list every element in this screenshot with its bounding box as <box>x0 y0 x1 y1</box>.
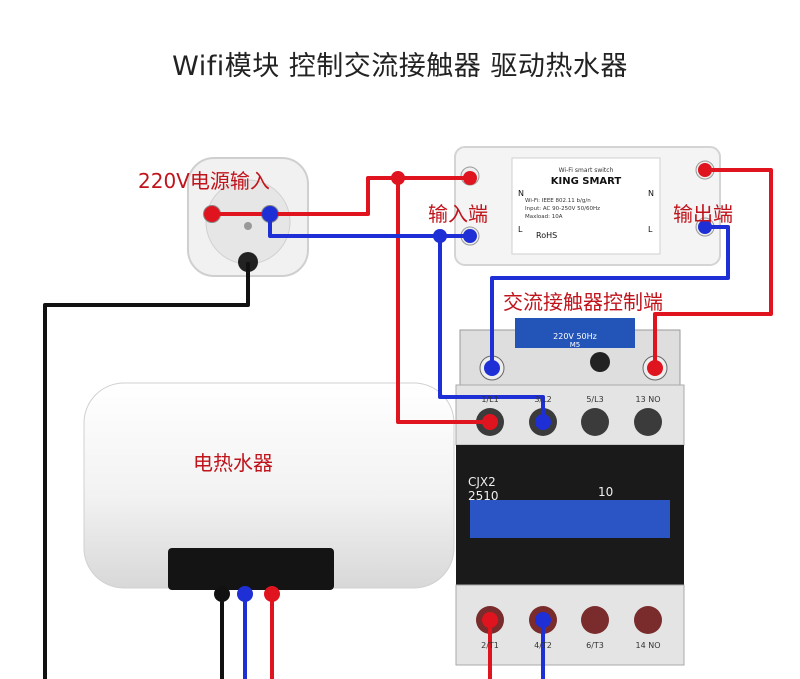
contactor-model: CJX2 <box>468 475 496 489</box>
water-heater-label: 电热水器 <box>193 451 273 475</box>
wire-output-live <box>653 168 773 368</box>
contactor <box>455 318 685 666</box>
wires <box>43 168 773 679</box>
terminal-bottom-4: 14 NO <box>635 641 660 650</box>
terminal-bottom-3: 6/T3 <box>586 641 604 650</box>
module-spec-1: Wi-Fi: IEEE 802.11 b/g/n <box>525 198 591 204</box>
module-rohs: RoHS <box>536 231 557 240</box>
terminal-bottom-1: 2/T1 <box>481 641 499 650</box>
water-heater <box>83 382 455 602</box>
input-end-label: 输入端 <box>428 202 488 226</box>
output-end-label: 输出端 <box>673 202 733 226</box>
contactor-rating: 10 <box>598 485 613 499</box>
junctions <box>204 163 712 628</box>
module-input-n: N <box>518 189 524 198</box>
contactor-coil-sub: M5 <box>570 341 581 349</box>
terminal-top-4: 13 NO <box>635 395 660 404</box>
terminal-top-3: 5/L3 <box>586 395 603 404</box>
module-header: Wi-Fi smart switch <box>559 167 614 174</box>
wire-live-input <box>212 176 470 216</box>
wire-live-contactor <box>396 178 490 424</box>
contactor-coil-label: 220V 50Hz <box>553 332 597 341</box>
contactor-control-label: 交流接触器控制端 <box>503 290 663 314</box>
module-output-n: N <box>648 189 654 198</box>
power-input-label: 220V电源输入 <box>138 169 270 193</box>
module-spec-3: Maxload: 10A <box>525 214 563 220</box>
module-input-l: L <box>518 225 523 234</box>
module-brand: KING SMART <box>551 176 622 187</box>
wifi-module <box>454 146 721 266</box>
contactor-model-num: 2510 <box>468 489 499 503</box>
page-title: Wifi模块 控制交流接触器 驱动热水器 <box>172 51 628 82</box>
wire-neutral-contactor <box>438 236 545 422</box>
wire-output-neutral <box>490 225 730 368</box>
wire-ground <box>43 262 250 679</box>
module-output-l: L <box>648 225 653 234</box>
terminal-bottom-2: 4/T2 <box>534 641 552 650</box>
terminal-top-1: 1/L1 <box>481 395 498 404</box>
module-spec-2: Input: AC 90-250V 50/60Hz <box>525 206 600 212</box>
terminal-top-2: 3/L2 <box>534 395 551 404</box>
